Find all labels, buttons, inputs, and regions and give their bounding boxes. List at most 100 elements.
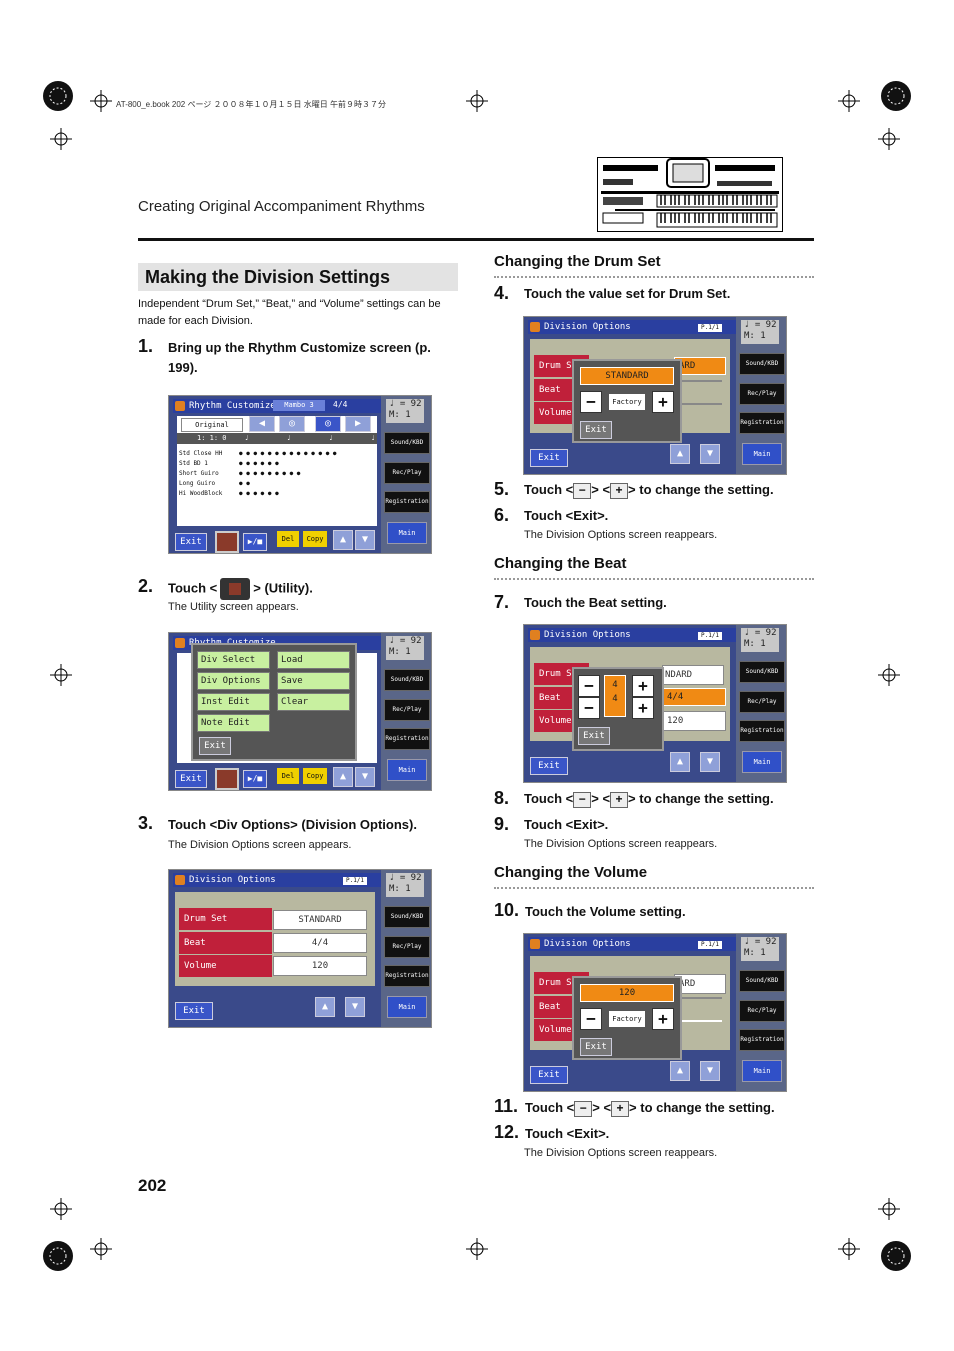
main-button[interactable]: Main bbox=[387, 522, 427, 544]
up-arrow[interactable]: ▲ bbox=[670, 1061, 690, 1081]
div-options-button[interactable]: Div Options bbox=[197, 672, 270, 690]
play-stop-button[interactable]: ▶/■ bbox=[243, 533, 267, 551]
step-subtext: The Division Options screen reappears. bbox=[524, 529, 718, 541]
note-edit-button[interactable]: Note Edit bbox=[197, 714, 270, 732]
registration-button[interactable]: Registration bbox=[384, 965, 430, 987]
up-arrow[interactable]: ▲ bbox=[670, 752, 690, 772]
main-button[interactable]: Main bbox=[742, 751, 782, 773]
instrument-row[interactable]: Long Guiro● ● bbox=[179, 480, 250, 487]
utility-button[interactable] bbox=[215, 768, 239, 790]
sound-kbd-button[interactable]: Sound/KBD bbox=[384, 669, 430, 691]
next-arrow[interactable]: ▶ bbox=[345, 416, 371, 432]
rec-play-button[interactable]: Rec/Play bbox=[384, 699, 430, 721]
plus-button[interactable]: + bbox=[632, 697, 654, 719]
exit-button[interactable]: Exit bbox=[530, 449, 568, 467]
div-select-button[interactable]: Div Select bbox=[197, 651, 270, 669]
sound-kbd-button[interactable]: Sound/KBD bbox=[384, 906, 430, 928]
registration-button[interactable]: Registration bbox=[384, 491, 430, 513]
sound-kbd-button[interactable]: Sound/KBD bbox=[739, 661, 785, 683]
instrument-row[interactable]: Std Close HH● ● ● ● ● ● ● ● ● ● ● ● ● ● bbox=[179, 450, 337, 457]
down-arrow[interactable]: ▼ bbox=[700, 1061, 720, 1081]
zoom-button[interactable]: ◎ bbox=[279, 416, 305, 432]
sound-kbd-button[interactable]: Sound/KBD bbox=[739, 353, 785, 375]
zoom-in-button[interactable]: ◎ bbox=[315, 416, 341, 432]
registration-mark-l2 bbox=[50, 664, 72, 686]
exit-button[interactable]: Exit bbox=[530, 757, 568, 775]
load-button[interactable]: Load bbox=[277, 651, 350, 669]
registration-button[interactable]: Registration bbox=[739, 412, 785, 434]
main-button[interactable]: Main bbox=[742, 1060, 782, 1082]
volume-value[interactable]: 120 bbox=[662, 711, 726, 731]
copy-button[interactable]: Copy bbox=[303, 531, 327, 547]
exit-button[interactable]: Exit bbox=[175, 533, 207, 551]
meter: 4/4 bbox=[333, 400, 348, 409]
down-arrow[interactable]: ▼ bbox=[700, 752, 720, 772]
sound-kbd-button[interactable]: Sound/KBD bbox=[739, 970, 785, 992]
main-button[interactable]: Main bbox=[742, 443, 782, 465]
prev-arrow[interactable]: ◀ bbox=[249, 416, 275, 432]
step-number: 7. bbox=[494, 592, 510, 612]
volume-value[interactable]: 120 bbox=[273, 956, 367, 976]
utility-button[interactable] bbox=[215, 531, 239, 553]
rec-play-button[interactable]: Rec/Play bbox=[739, 691, 785, 713]
factory-button[interactable]: Factory bbox=[608, 1010, 646, 1028]
beat-value[interactable]: 4/4 bbox=[662, 688, 726, 706]
instrument-row[interactable]: Short Guiro● ● ● ● ● ● ● ● ● bbox=[179, 470, 301, 477]
step-number: 10. bbox=[494, 900, 520, 920]
plus-button[interactable]: + bbox=[652, 391, 674, 413]
beat-value[interactable]: 4/4 bbox=[273, 933, 367, 953]
rec-play-button[interactable]: Rec/Play bbox=[384, 462, 430, 484]
rec-play-button[interactable]: Rec/Play bbox=[739, 383, 785, 405]
registration-mark-r1 bbox=[878, 128, 900, 150]
exit-button[interactable]: Exit bbox=[580, 421, 612, 439]
plus-button[interactable]: + bbox=[632, 675, 654, 697]
main-button[interactable]: Main bbox=[387, 996, 427, 1018]
minus-button[interactable]: − bbox=[578, 697, 600, 719]
exit-button[interactable]: Exit bbox=[580, 1038, 612, 1056]
save-button[interactable]: Save bbox=[277, 672, 350, 690]
up-arrow[interactable]: ▲ bbox=[333, 530, 353, 550]
registration-button[interactable]: Registration bbox=[384, 728, 430, 750]
exit-button[interactable]: Exit bbox=[175, 770, 207, 788]
down-arrow[interactable]: ▼ bbox=[355, 767, 375, 787]
step-number: 1. bbox=[138, 336, 154, 356]
up-arrow[interactable]: ▲ bbox=[333, 767, 353, 787]
exit-button[interactable]: Exit bbox=[578, 727, 610, 745]
plus-button[interactable]: + bbox=[652, 1008, 674, 1030]
up-arrow[interactable]: ▲ bbox=[670, 444, 690, 464]
step-number: 11. bbox=[494, 1096, 519, 1116]
exit-button[interactable]: Exit bbox=[175, 1002, 213, 1020]
registration-mark-l3 bbox=[50, 1198, 72, 1220]
up-arrow[interactable]: ▲ bbox=[315, 997, 335, 1017]
minus-button[interactable]: − bbox=[580, 391, 602, 413]
sound-kbd-button[interactable]: Sound/KBD bbox=[384, 432, 430, 454]
rec-play-button[interactable]: Rec/Play bbox=[384, 936, 430, 958]
clear-button[interactable]: Clear bbox=[277, 693, 350, 711]
registration-button[interactable]: Registration bbox=[739, 1029, 785, 1051]
registration-button[interactable]: Registration bbox=[739, 720, 785, 742]
copy-button[interactable]: Copy bbox=[303, 768, 327, 784]
factory-button[interactable]: Factory bbox=[608, 393, 646, 411]
down-arrow[interactable]: ▼ bbox=[700, 444, 720, 464]
drum-set-value[interactable]: ARD bbox=[674, 974, 726, 994]
inst-edit-button[interactable]: Inst Edit bbox=[197, 693, 270, 711]
minus-button[interactable]: − bbox=[580, 1008, 602, 1030]
instrument-row[interactable]: Std BD 1● ● ● ● ● ● bbox=[179, 460, 279, 467]
instrument-row[interactable]: Hi WoodBlock ● ● ● ● ● ● bbox=[179, 490, 279, 497]
minus-button[interactable]: − bbox=[578, 675, 600, 697]
rec-play-button[interactable]: Rec/Play bbox=[739, 1000, 785, 1022]
exit-button[interactable]: Exit bbox=[530, 1066, 568, 1084]
down-arrow[interactable]: ▼ bbox=[345, 997, 365, 1017]
play-stop-button[interactable]: ▶/■ bbox=[243, 770, 267, 788]
drum-set-value[interactable]: STANDARD bbox=[273, 910, 367, 930]
drum-set-value[interactable]: NDARD bbox=[662, 665, 724, 685]
main-button[interactable]: Main bbox=[387, 759, 427, 781]
down-arrow[interactable]: ▼ bbox=[355, 530, 375, 550]
delete-button[interactable]: Del bbox=[277, 768, 299, 784]
delete-button[interactable]: Del bbox=[277, 531, 299, 547]
exit-button[interactable]: Exit bbox=[199, 737, 231, 755]
registration-mark-l1 bbox=[50, 128, 72, 150]
